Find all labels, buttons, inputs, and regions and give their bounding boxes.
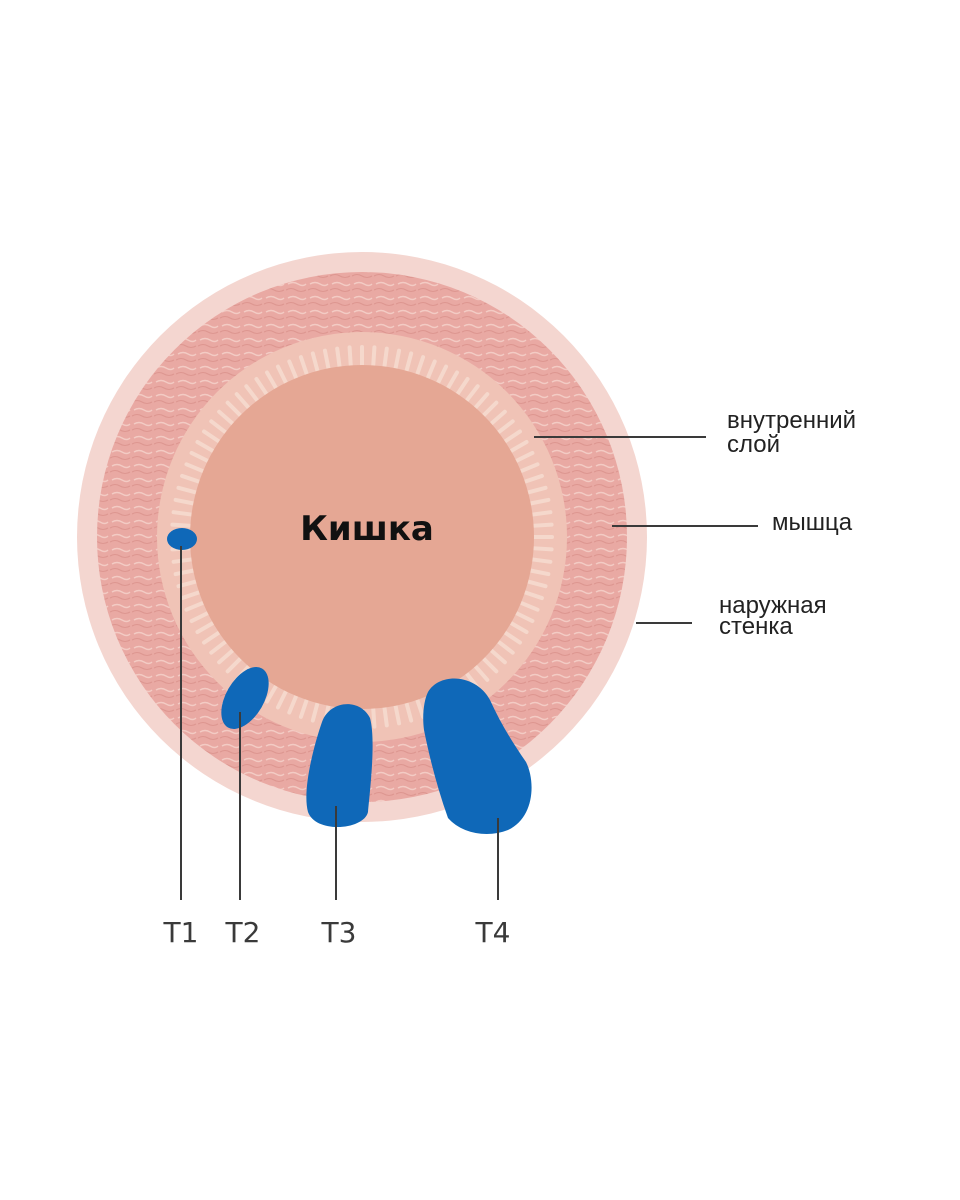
villus [209,639,229,655]
villus [225,655,244,674]
tumor-t4 [423,678,532,834]
tumor-t3 [306,704,373,828]
villus [508,440,529,454]
villus [310,700,320,723]
villus [495,419,515,435]
villus [176,485,199,495]
villus [529,510,553,517]
villus [472,663,490,682]
villus [310,351,320,374]
tumor-t1 [167,528,197,550]
villus [480,400,499,419]
villus [435,364,449,386]
villus [184,462,207,474]
villus [455,377,470,397]
villus [195,440,216,454]
villus [298,355,310,378]
villus [472,392,490,411]
villus [202,630,222,645]
villus [275,688,289,710]
villus [414,696,426,719]
stage-label-t3: T3 [321,916,357,949]
stage-label-t2: T2 [225,916,261,949]
villus [265,370,279,391]
villus [525,485,548,495]
villus [404,351,414,374]
stage-label-t4: T4 [475,916,511,949]
lumen [190,365,534,709]
villus [488,647,507,665]
stage-label-t1: T1 [163,916,199,949]
villus [234,392,252,411]
villus [393,702,402,726]
villus [502,429,522,444]
villus [530,546,554,552]
villus [495,639,515,655]
villus [184,600,207,612]
villus [202,429,222,444]
villus [170,522,194,528]
villus [502,630,522,645]
villus [171,510,195,517]
villus [521,589,544,601]
villus [530,522,554,528]
villus [445,370,459,391]
villus [265,683,279,704]
villus [371,345,377,369]
villus [464,384,480,404]
villus [404,700,414,723]
villus [335,346,342,370]
villus [180,589,203,601]
villus [527,497,551,506]
villus [521,473,544,485]
villus [189,610,211,624]
villus [393,348,402,372]
villus [508,620,529,634]
villus [217,647,236,665]
villus [171,557,195,564]
villus [480,655,499,674]
villus [527,568,551,577]
villus [517,462,540,474]
inner-layer-label: внутренний слой [727,407,863,458]
villus [517,600,540,612]
tumor-t2 [221,667,269,729]
villus [195,620,216,634]
outer-wall-label: наружная стенка [719,592,833,640]
villus [287,359,299,382]
villus [382,704,389,728]
villus [322,348,331,372]
villus [347,345,353,369]
villus [488,409,507,427]
villus [180,473,203,485]
villus [425,359,437,382]
villus [209,419,229,435]
villus [371,705,377,729]
villus [173,497,197,506]
villus [287,692,299,715]
villus [513,610,535,624]
villus [189,450,211,464]
villus [529,557,553,564]
villus [254,377,269,397]
villus [217,409,236,427]
muscle-label: мышца [772,509,853,536]
villus [513,450,535,464]
villus [225,400,244,419]
villus [414,355,426,378]
villus [298,696,310,719]
villus [173,568,197,577]
villus [244,384,260,404]
lumen-label: Кишка [300,509,434,549]
villus [525,579,548,589]
villus [275,364,289,386]
villus [382,346,389,370]
